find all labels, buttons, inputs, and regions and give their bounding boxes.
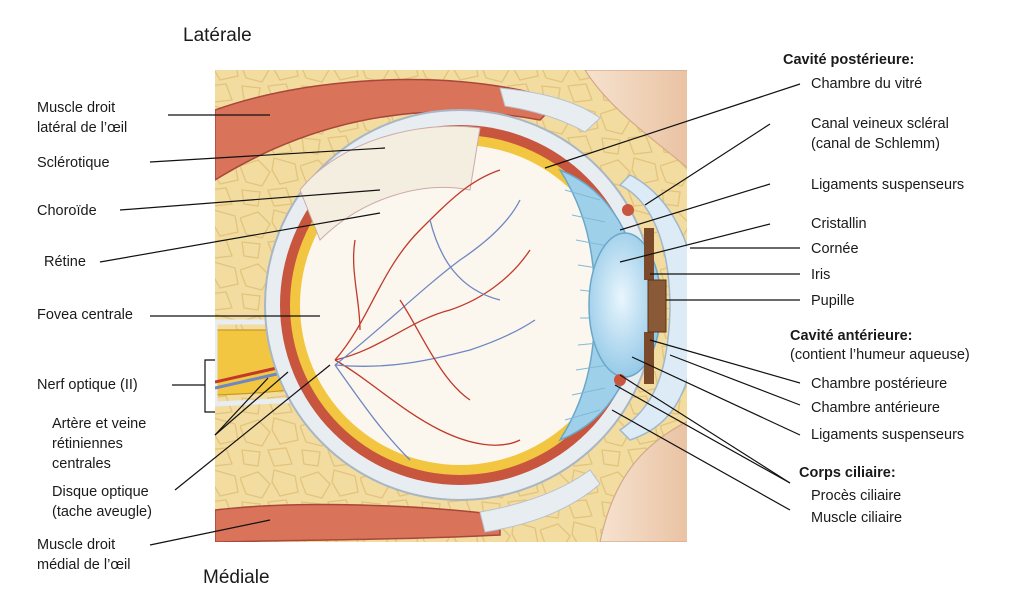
label-cavite-anterieure-sub: (contient l’humeur aqueuse) <box>790 347 970 363</box>
medial-muscle-tendon <box>479 469 601 533</box>
label-ligaments-top: Ligaments suspenseurs <box>811 177 965 193</box>
label-cavite-posterieure: Cavité postérieure: <box>783 52 915 68</box>
label-canal-line2: (canal de Schlemm) <box>811 136 940 152</box>
label-muscle-lateral-line1: Muscle droit <box>37 100 116 116</box>
label-muscle-ciliaire: Muscle ciliaire <box>811 510 903 526</box>
label-disque-line1: Disque optique <box>52 484 149 500</box>
label-fovea: Fovea centrale <box>37 307 133 323</box>
schlemm-canal <box>622 204 634 216</box>
medial-rectus-muscle <box>215 503 501 542</box>
label-muscle-medial-line1: Muscle droit <box>37 537 116 553</box>
retinal-vessels <box>334 169 536 461</box>
label-artere-line3: centrales <box>52 456 111 472</box>
label-muscle-lateral-line2: latéral de l’œil <box>37 120 128 136</box>
iris-lower <box>644 332 654 384</box>
label-iris: Iris <box>811 267 831 283</box>
lateral-muscle-tendon <box>499 87 601 133</box>
label-chambre-anterieure: Chambre antérieure <box>811 400 940 416</box>
leader-lines-right <box>544 83 801 511</box>
label-chambre-vitre: Chambre du vitré <box>811 76 923 92</box>
medial-label: Médiale <box>203 567 270 588</box>
label-canal-line1: Canal veineux scléral <box>811 116 949 132</box>
layer-cutaway <box>299 125 481 241</box>
iris-upper <box>644 228 654 280</box>
label-artere-line1: Artère et veine <box>52 416 147 432</box>
vitreous-chamber <box>300 145 620 465</box>
label-chambre-posterieure: Chambre postérieure <box>811 376 948 392</box>
lateral-rectus-muscle <box>215 78 562 181</box>
label-disque-line2: (tache aveugle) <box>52 504 152 520</box>
label-proces-ciliaire: Procès ciliaire <box>811 488 902 504</box>
lateral-label: Latérale <box>183 25 252 46</box>
label-corps-ciliaire: Corps ciliaire: <box>799 465 896 481</box>
label-ligaments-bottom: Ligaments suspenseurs <box>811 427 965 443</box>
label-artere-line2: rétiniennes <box>52 436 123 452</box>
label-cristallin: Cristallin <box>811 216 867 232</box>
schlemm-canal-lower <box>614 374 626 386</box>
label-muscle-medial-line2: médial de l’œil <box>37 557 131 573</box>
eyelid-skin <box>584 70 687 169</box>
pupil-marker <box>647 279 667 333</box>
label-cavite-anterieure: Cavité antérieure: <box>790 328 913 344</box>
label-retine: Rétine <box>44 254 86 270</box>
label-sclerotique: Sclérotique <box>37 155 110 171</box>
label-choroide: Choroïde <box>37 203 97 219</box>
leader-lines-left <box>99 114 386 546</box>
label-pupille: Pupille <box>811 293 855 309</box>
label-nerf-optique: Nerf optique (II) <box>37 377 138 393</box>
cornea <box>618 174 687 441</box>
lower-eyelid-skin <box>599 420 687 542</box>
label-cornee: Cornée <box>811 241 859 257</box>
